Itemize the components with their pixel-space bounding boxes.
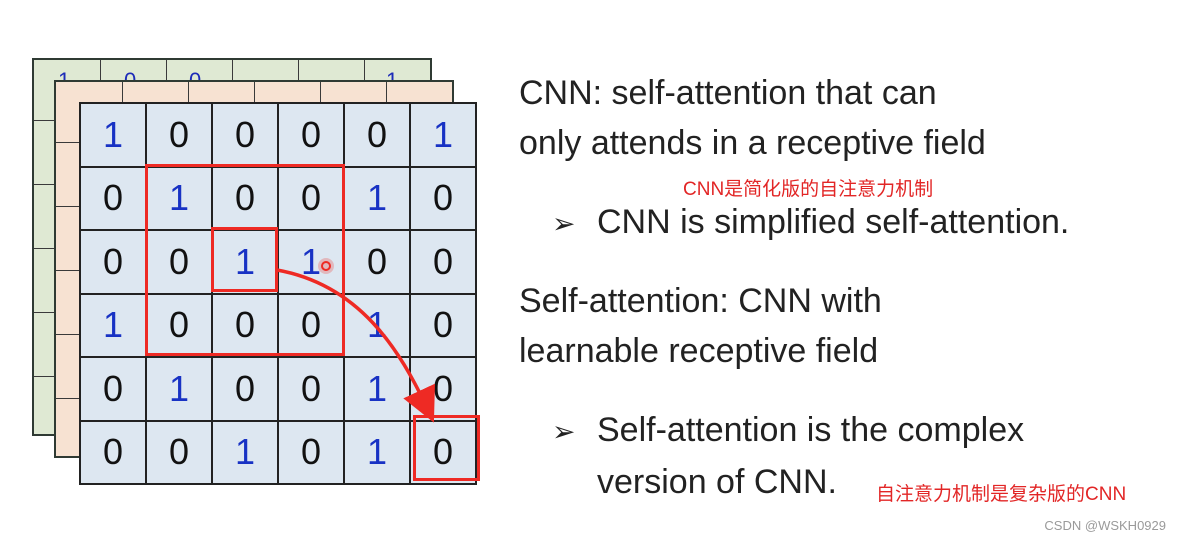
grid-cell: 0 [80,166,146,230]
grid-cell: 0 [212,166,278,230]
grid-cell: 0 [410,293,476,357]
bullet-arrow-icon: ➢ [552,416,576,447]
grid-cell: 0 [410,230,476,294]
grid-cell: 1 [344,166,410,230]
grid-cell: 0 [146,230,212,294]
sa-bullet-text-line1: Self-attention is the complex [597,411,1025,449]
grid-cell: 1 [80,103,146,167]
grid-cell: 0 [212,103,278,167]
grid-cell: 0 [212,357,278,421]
grid-cell: 1 [344,420,410,484]
self-attention-statement: Self-attention: CNN with learnable recep… [519,276,882,376]
watermark: CSDN @WSKH0929 [1044,518,1166,533]
sa-statement-line2: learnable receptive field [519,332,879,370]
pointer-indicator [318,258,334,274]
grid-cell: 0 [278,103,344,167]
grid-cell: 0 [344,230,410,294]
grid-cell: 0 [344,103,410,167]
grid-cell: 0 [80,357,146,421]
cnn-statement: CNN: self-attention that can only attend… [519,68,986,168]
cnn-statement-line1: CNN: self-attention that can [519,74,937,112]
grid-cell: 1 [212,420,278,484]
sa-statement-line1: Self-attention: CNN with [519,282,882,320]
grid-cell: 0 [212,293,278,357]
grid-cell: 0 [278,357,344,421]
grid-cell: 1 [278,230,344,294]
grid-cell: 0 [80,230,146,294]
grid-cell: 0 [410,420,476,484]
grid-cell: 1 [212,230,278,294]
grid-cell: 1 [344,357,410,421]
grid-cell: 0 [146,420,212,484]
grid-cell: 1 [146,357,212,421]
grid-cell: 0 [80,420,146,484]
self-attention-annotation-note: 自注意力机制是复杂版的CNN [876,484,1127,505]
grid-cell: 0 [278,293,344,357]
cnn-bullet-text: CNN is simplified self-attention. [597,203,1070,241]
grid-cell: 0 [278,420,344,484]
grid-cell: 0 [410,166,476,230]
self-attention-bullet: ➢ Self-attention is the complex version o… [552,405,1024,507]
grid-cell: 0 [146,293,212,357]
grid-cell: 1 [410,103,476,167]
grid-cell: 0 [410,357,476,421]
cnn-statement-line2: only attends in a receptive field [519,124,986,162]
sa-bullet-text-line2: version of CNN. [597,463,837,501]
cnn-annotation-note: CNN是简化版的自注意力机制 [683,179,934,200]
cnn-bullet: ➢ CNN is simplified self-attention. [552,197,1069,249]
grid-cell: 0 [146,103,212,167]
bullet-arrow-icon: ➢ [552,208,576,239]
